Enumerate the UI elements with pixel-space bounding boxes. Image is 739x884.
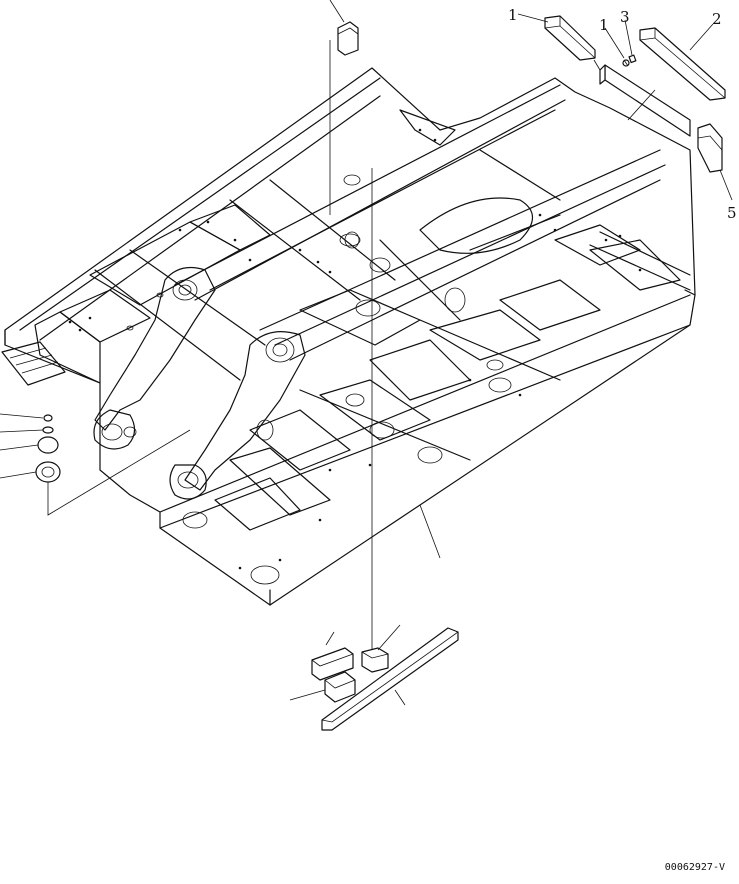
callout-leaders [517, 13, 733, 201]
callout-1-left: 1 [508, 6, 518, 24]
callout-2: 2 [712, 10, 722, 28]
part-bottom-pad-c [361, 647, 389, 673]
part-3-bolt [628, 54, 637, 64]
main-frame [1, 67, 696, 606]
frame-rivets [68, 128, 642, 570]
part-left-washer-stack [35, 414, 61, 483]
part-top-pad [337, 21, 359, 56]
part-5-block [697, 123, 723, 173]
part-1-bolt [622, 59, 630, 67]
leader-top-right [329, 0, 345, 23]
part-1-left-bar [544, 15, 596, 61]
part-bottom-pad-a [311, 647, 354, 681]
drawing-code: 00062927-V [664, 862, 725, 873]
part-2-bar [639, 27, 726, 101]
callout-1-right: 1 [599, 16, 609, 34]
part-bottom-long-bar [321, 627, 459, 731]
part-bottom-pad-b [324, 671, 356, 703]
callout-5: 5 [727, 204, 737, 222]
part-cover-plate [599, 64, 691, 137]
callout-3: 3 [620, 8, 630, 26]
